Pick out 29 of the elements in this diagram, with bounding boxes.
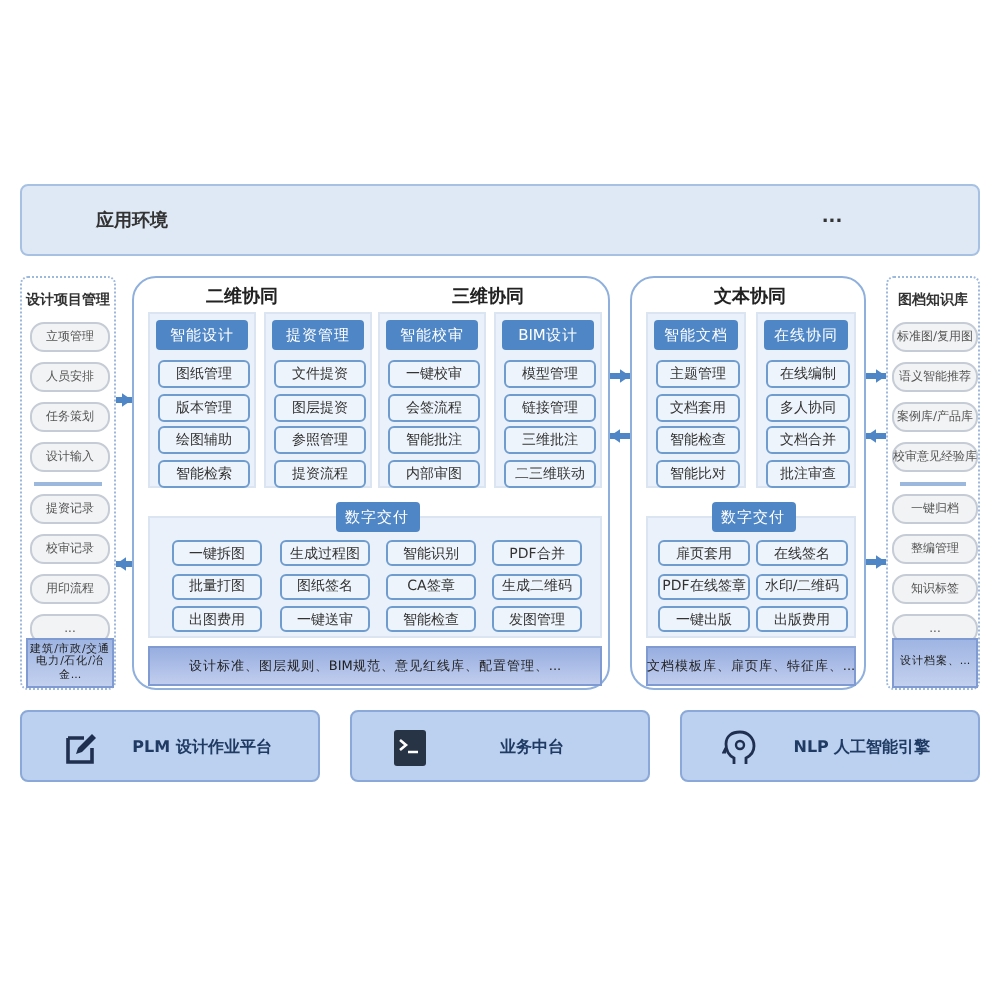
- platform-label: NLP 人工智能引擎: [791, 736, 933, 758]
- module-panel: [132, 276, 610, 690]
- side-panel: [886, 276, 980, 690]
- arrow: [610, 369, 630, 383]
- platform-label: 业务中台: [498, 736, 566, 758]
- feature-group: [494, 312, 602, 488]
- platform-card: [20, 710, 320, 782]
- feature-group: [378, 312, 486, 488]
- platform-label: PLM 设计作业平台: [130, 736, 274, 758]
- arrow: [866, 369, 886, 383]
- environment-band: [20, 184, 980, 256]
- ellipsis-text: ...: [819, 208, 845, 228]
- arrow: [116, 557, 132, 571]
- arrow: [866, 429, 886, 443]
- section-label: 应用环境: [94, 208, 170, 234]
- module-panel: [630, 276, 866, 690]
- panel-title: 二维协同: [204, 284, 280, 310]
- feature-group: [264, 312, 372, 488]
- feature-group: [148, 312, 256, 488]
- arrow: [610, 429, 630, 443]
- platform-card: [680, 710, 980, 782]
- arrow: [866, 555, 886, 569]
- feature-group: [646, 312, 746, 488]
- arrow: [116, 393, 132, 407]
- panel-title: 文本协同: [712, 284, 788, 310]
- platform-card: [350, 710, 650, 782]
- panel-title: 三维协同: [450, 284, 526, 310]
- feature-group: [756, 312, 856, 488]
- side-panel: [20, 276, 116, 690]
